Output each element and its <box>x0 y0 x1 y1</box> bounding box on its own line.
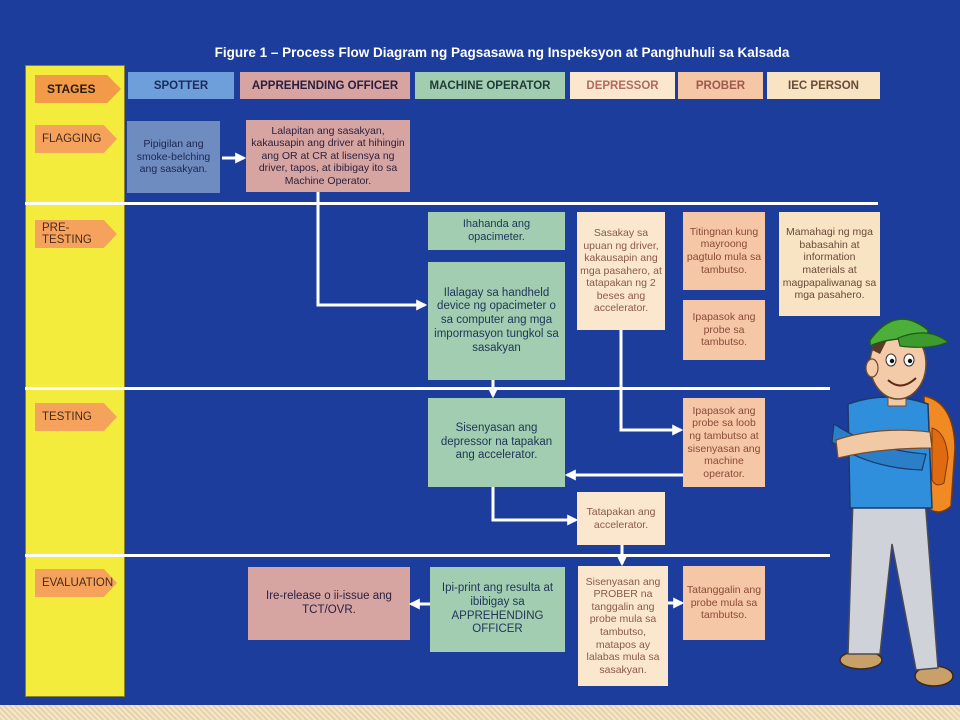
stage-flagging: FLAGGING <box>35 125 117 153</box>
role-header-spotter: SPOTTER <box>128 72 234 99</box>
stage-divider-flagging <box>25 202 878 205</box>
step-flagging-apprehending-officer: Lalapitan ang sasakyan, kakausapin ang d… <box>246 120 410 192</box>
step-pre-testing-machine-operator-input: Ilalagay sa handheld device ng opacimete… <box>428 262 565 380</box>
role-header-prober: PROBER <box>678 72 763 99</box>
step-evaluation-machine-operator: Ipi-print ang resulta at ibibigay sa APP… <box>430 567 565 652</box>
step-testing-depressor: Tatapakan ang accelerator. <box>577 492 665 545</box>
step-pre-testing-prober-insert: Ipapasok ang probe sa tambutso. <box>683 300 765 360</box>
role-header-apprehending-officer: APPREHENDING OFFICER <box>240 72 410 99</box>
role-header-machine-operator: MACHINE OPERATOR <box>415 72 565 99</box>
step-pre-testing-prober-check: Titingnan kung mayroong pagtulo mula sa … <box>683 212 765 290</box>
stage-divider-testing <box>25 554 830 557</box>
arrow-apprehending-to-machine-operator <box>316 192 428 311</box>
stage-divider-pre-testing <box>25 387 830 390</box>
stage-testing: TESTING <box>35 403 117 431</box>
arrow-depressor-to-prober-testing <box>619 330 684 436</box>
role-header-depressor: DEPRESSOR <box>570 72 675 99</box>
step-pre-testing-machine-operator-prepare: Ihahanda ang opacimeter. <box>428 212 565 250</box>
mascot-illustration <box>831 318 956 687</box>
step-flagging-spotter: Pipigilan ang smoke-belching ang sasakya… <box>127 121 220 193</box>
diagram-title: Figure 1 – Process Flow Diagram ng Pagsa… <box>214 45 790 60</box>
stage-header-label: STAGES <box>35 75 121 103</box>
step-evaluation-apprehending-officer: Ire-release o ii-issue ang TCT/OVR. <box>248 567 410 640</box>
stage-column <box>25 65 125 697</box>
bottom-border-stripe <box>0 705 960 720</box>
step-pre-testing-depressor: Sasakay sa upuan ng driver, kakausapin a… <box>577 212 665 330</box>
arrow-machine-operator-to-depressor <box>491 487 579 526</box>
step-testing-machine-operator: Sisenyasan ang depressor na tapakan ang … <box>428 398 565 487</box>
step-evaluation-prober: Tatanggalin ang probe mula sa tambutso. <box>683 566 765 640</box>
role-header-iec-person: IEC PERSON <box>767 72 880 99</box>
step-pre-testing-iec-person: Mamahagi ng mga babasahin at information… <box>779 212 880 316</box>
stage-pre-testing: PRE-TESTING <box>35 220 117 248</box>
stage-evaluation: EVALUATION <box>35 569 117 597</box>
step-evaluation-depressor: Sisenyasan ang PROBER na tanggalin ang p… <box>578 566 668 686</box>
step-testing-prober: Ipapasok ang probe sa loob ng tambutso a… <box>683 398 765 487</box>
